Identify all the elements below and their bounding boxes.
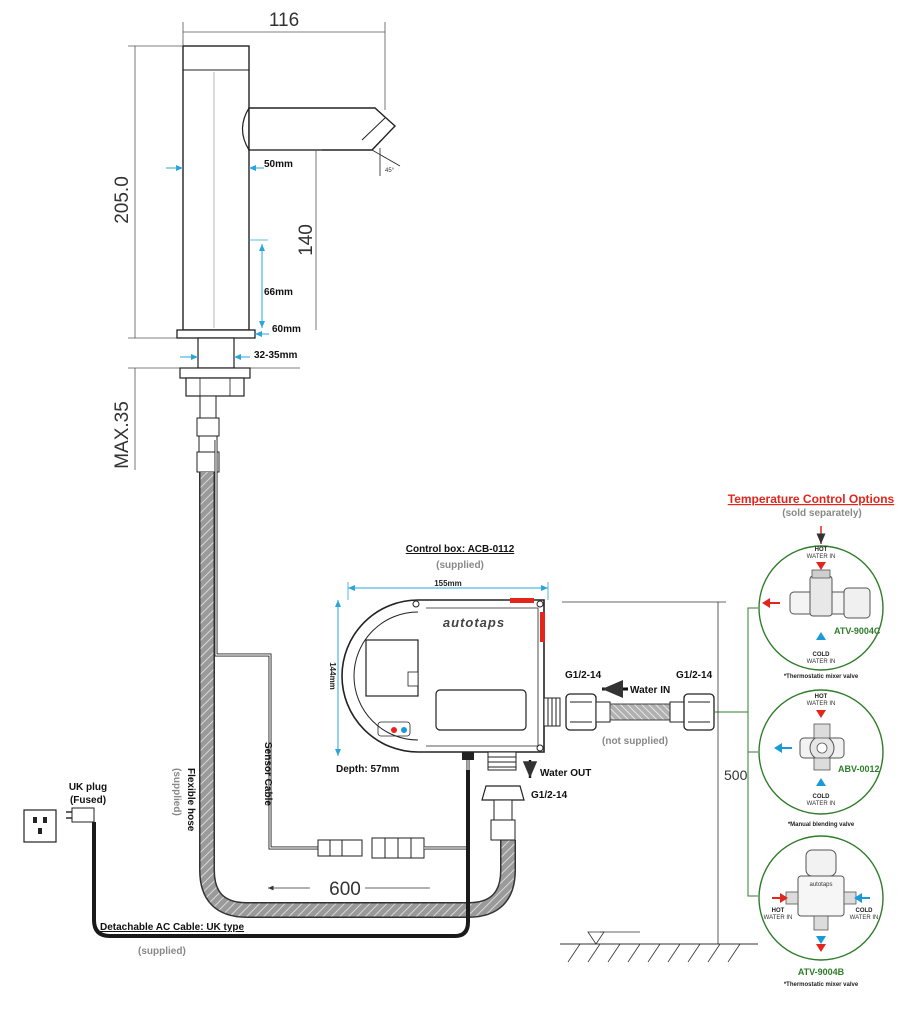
mount-height: 500: [560, 601, 758, 963]
opt2-hot-in: WATER IN: [807, 701, 836, 707]
flexible-hose: Flexible hose (supplied) 600: [171, 472, 516, 918]
control-box-width: 155mm: [434, 579, 462, 588]
autotaps-logo: autotaps: [443, 615, 505, 630]
dim-600: 600: [329, 879, 361, 900]
opt3-hot-in: WATER IN: [764, 915, 793, 921]
opt3-code: ATV-9004B: [798, 967, 845, 977]
opt2-hot: HOT: [815, 694, 828, 700]
opt2-caption: *Manual blending valve: [788, 822, 855, 828]
opt3-cold-arrow-icon: [854, 893, 862, 903]
opt3-caption: *Thermostatic mixer valve: [784, 982, 859, 988]
ac-cable-supplied: (supplied): [138, 946, 186, 957]
faucet-base: [176, 329, 256, 339]
opt2-out-arrow-icon: [774, 743, 782, 753]
not-supplied-label: (not supplied): [602, 736, 668, 747]
faucet-spout: [248, 107, 397, 151]
control-box-depth: Depth: 57mm: [336, 764, 399, 775]
opt3-hot-arrow-icon: [780, 893, 788, 903]
water-out-label: Water OUT: [540, 768, 591, 779]
opt3-cold-in: WATER IN: [850, 915, 879, 921]
options-title: Temperature Control Options: [728, 492, 895, 506]
opt3-logo: autotaps: [809, 882, 832, 888]
opt1-code: ATV-9004C: [834, 626, 881, 636]
flexible-hose-label: Flexible hose: [185, 768, 196, 832]
faucet-shank: [197, 337, 235, 369]
opt1-out-arrow-icon: [762, 598, 770, 608]
opt1-cold-arrow-icon: [816, 632, 826, 640]
dim-500: 500: [724, 767, 748, 783]
opt2-cold-in: WATER IN: [807, 801, 836, 807]
dim-60mm: 60mm: [272, 324, 301, 335]
opt1-cold-in: WATER IN: [807, 659, 836, 665]
opt1-hot-in: WATER IN: [807, 554, 836, 560]
uk-socket-icon: [23, 809, 57, 843]
options-subtitle: (sold separately): [782, 508, 861, 519]
uk-plug-label: UK plug: [69, 782, 107, 793]
opt3-out-arrow-red-icon: [816, 944, 826, 952]
ac-cable: UK plug (Fused) Detachable AC Cable: UK …: [23, 770, 470, 957]
opt2-cold-arrow-icon: [816, 778, 826, 786]
dim-66mm: 66mm: [264, 287, 293, 298]
opt1-hot-arrow-icon: [816, 562, 826, 570]
dim-140: 140: [296, 224, 317, 256]
dim-50mm: 50mm: [264, 159, 293, 170]
opt2-cold: COLD: [813, 794, 831, 800]
sensor-cable-label: Sensor Cable: [262, 742, 273, 806]
control-box: Control box: ACB-0112 (supplied) 155mm 1…: [328, 544, 591, 841]
opt3-cold: COLD: [856, 908, 874, 914]
faucet: 116 205.0 45° 50mm 140 66mm 60mm: [112, 10, 401, 473]
opt1-hot: HOT: [815, 547, 828, 553]
option-atv-9004c: HOT WATER IN ATV-9004C COLD WATER IN *Th…: [758, 526, 884, 680]
control-box-height: 144mm: [328, 662, 337, 690]
water-in-label: Water IN: [630, 685, 670, 696]
temperature-options: Temperature Control Options (sold separa…: [728, 492, 895, 988]
uk-plug-fused: (Fused): [70, 795, 106, 806]
opt3-out-arrow-icon: [816, 936, 826, 944]
dim-32-35mm: 32-35mm: [254, 350, 297, 361]
control-box-title: Control box: ACB-0112: [406, 544, 515, 555]
flexible-hose-supplied: (supplied): [171, 768, 182, 816]
opt1-cold: COLD: [813, 652, 831, 658]
ac-cable-label: Detachable AC Cable: UK type: [100, 922, 245, 933]
option-abv-0012: HOT WATER IN ABV-0012 COLD WATER IN *Man…: [758, 689, 884, 828]
dim-height-205: 205.0: [112, 176, 133, 224]
opt2-hot-arrow-icon: [816, 710, 826, 718]
option-atv-9004b: autotaps HOT WATER IN COLD WATER IN ATV-…: [758, 835, 884, 988]
inlet-hose: G1/2-14 G1/2-14 Water IN (not supplied): [565, 670, 744, 747]
thread-left: G1/2-14: [565, 670, 602, 681]
opt2-code: ABV-0012: [838, 764, 880, 774]
opt1-caption: *Thermostatic mixer valve: [784, 674, 859, 680]
dim-width-116: 116: [269, 10, 299, 31]
sensor-cable: Sensor Cable: [214, 440, 470, 859]
opt3-hot: HOT: [772, 908, 785, 914]
spout-angle: 45°: [385, 168, 395, 174]
dim-max-35: MAX.35: [112, 401, 133, 469]
faucet-body: [182, 45, 250, 331]
thread-out: G1/2-14: [531, 790, 568, 801]
thread-right: G1/2-14: [676, 670, 713, 681]
control-box-supplied: (supplied): [436, 560, 484, 571]
